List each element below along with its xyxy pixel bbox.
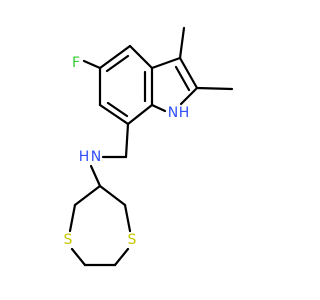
bond-c4-c5-inner [105,54,130,73]
atom-sulfur-left: S [64,232,73,248]
bond-c2-methyl [195,86,234,91]
atom-amine-hydrogen: H [79,149,90,165]
molecule-structure: F N H H N S S [64,26,234,267]
bond-c4-c5 [98,44,132,70]
atom-fluorine: F [72,55,80,71]
bond-c6-c7 [98,103,130,126]
bonds [68,26,234,267]
bond-c3a-c3 [150,56,182,70]
atom-sulfur-right: S [128,232,137,248]
atom-labels: F N H H N S S [64,55,190,248]
bond-c7-ch2 [124,122,130,159]
bond-c3-c2 [178,56,199,90]
bond-c3-methyl [178,26,186,60]
atom-indole-nitrogen: N [168,105,178,121]
bond-right-ch2-s [123,203,132,233]
bond-c3-c2-inner [174,65,191,92]
bond-ch2-s-right [113,247,130,267]
bond-c4-c3a [128,44,154,70]
bond-nh-ring-c [89,164,102,188]
bond-n1-c7a [150,103,167,113]
bond-c2-n1 [179,86,199,106]
atom-indole-hydrogen: H [179,105,190,121]
atom-amine-nitrogen: N [91,149,101,165]
bond-c5-f [82,59,102,70]
bond-ring-c-left [73,184,102,207]
bond-s-left-ch2 [70,247,87,267]
bond-c7-c7a [126,103,154,126]
bond-c6-c7-inner [106,101,129,118]
bond-left-ch2-s [68,203,77,233]
bond-ring-c-right [98,184,127,207]
